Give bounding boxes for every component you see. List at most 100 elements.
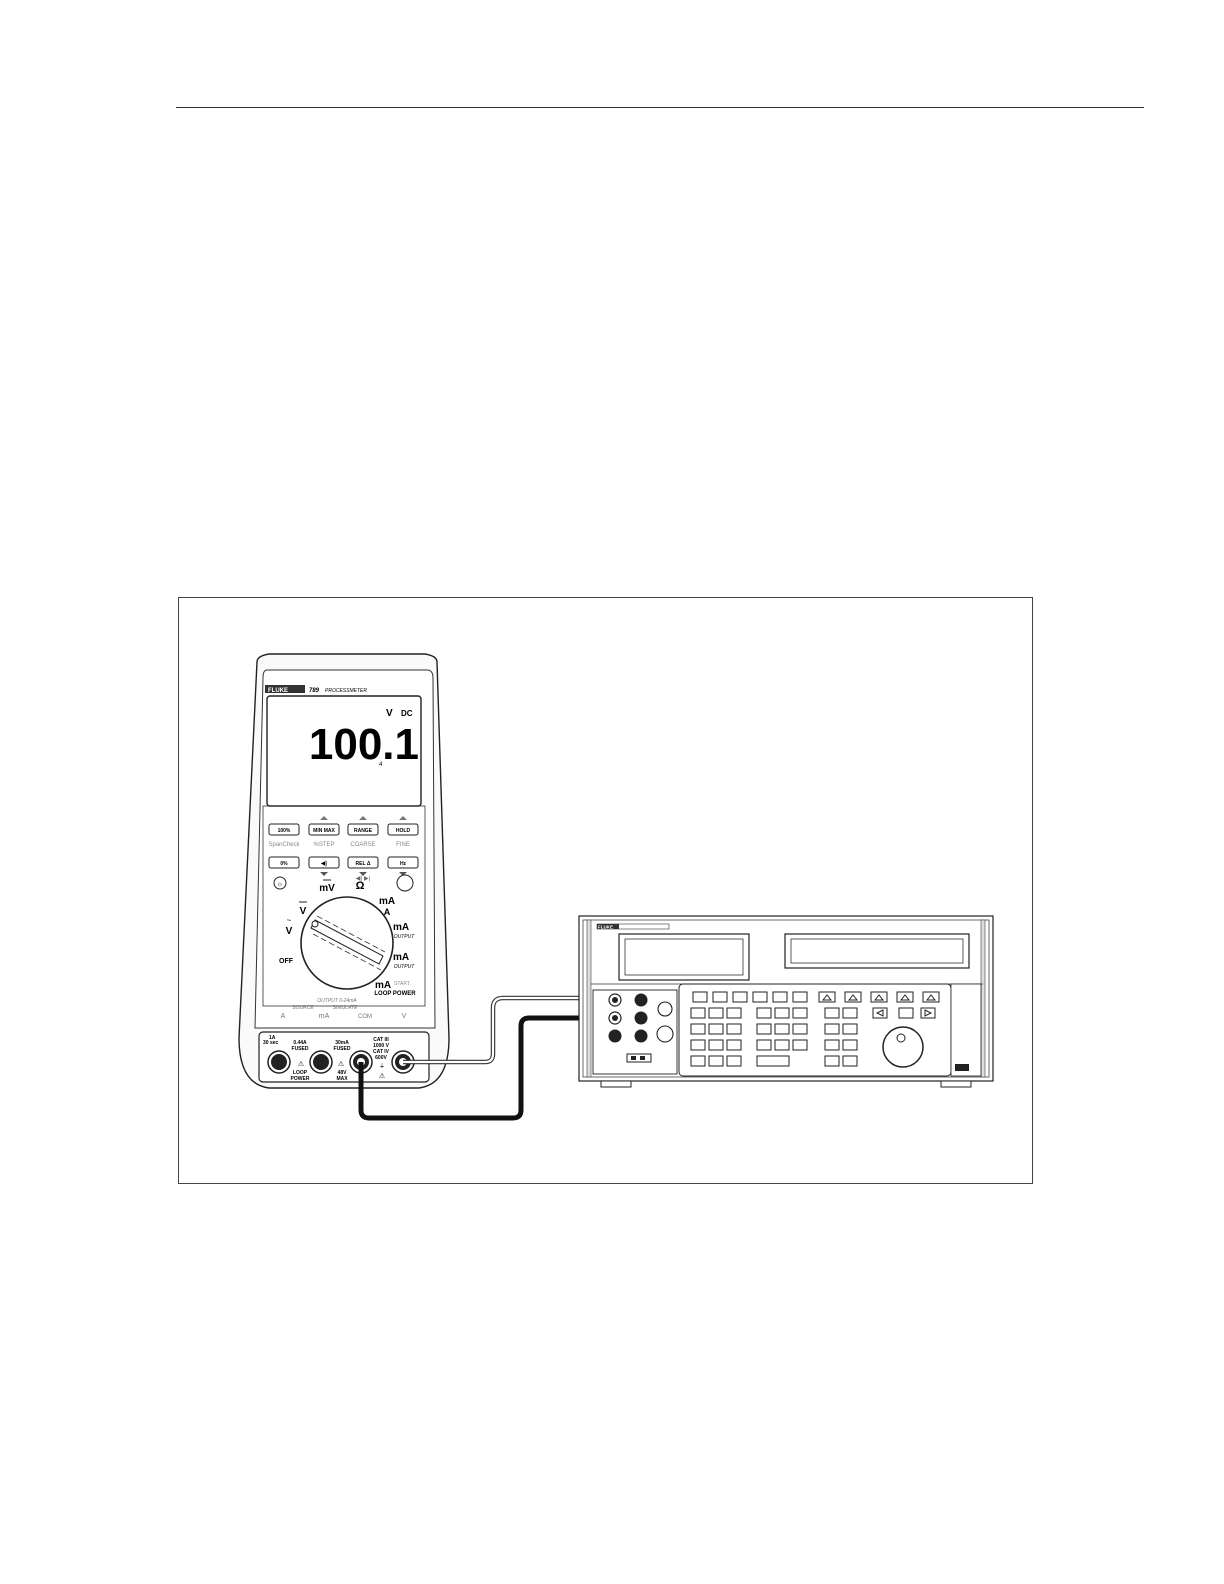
key[interactable] [842,1039,858,1051]
up-key[interactable] [922,991,940,1003]
key[interactable] [824,1023,840,1035]
aux-terminal[interactable] [634,1029,648,1043]
dial-mv-label: mV [319,883,335,894]
dial-loop-power-label: LOOP POWER [374,991,416,997]
up-key[interactable] [896,991,914,1003]
key[interactable] [824,1055,840,1067]
softkey[interactable] [712,991,728,1003]
up-arrow-icon [873,994,885,1001]
button-hold[interactable] [387,823,419,836]
loop-label: LOOP [293,1070,308,1076]
backlight-icon: ☼ [277,881,283,888]
dial-ohm-label: Ω [356,880,365,892]
key[interactable] [842,1055,858,1067]
softkey[interactable] [792,991,808,1003]
lcd-unit: V [386,708,393,719]
key[interactable] [690,1055,706,1067]
softkey[interactable] [772,991,788,1003]
key[interactable] [690,1007,706,1019]
button-min-max[interactable] [308,823,340,836]
button-100-label: 100% [278,828,291,834]
key[interactable] [842,1023,858,1035]
backlight-button[interactable] [273,876,287,890]
key[interactable] [756,1039,772,1051]
key[interactable] [824,1039,840,1051]
up-key[interactable] [870,991,888,1003]
key[interactable] [690,1039,706,1051]
key[interactable] [708,1007,724,1019]
right-key[interactable] [920,1007,936,1019]
key[interactable] [708,1055,724,1067]
band-com-label: COM [358,1014,372,1020]
sense-hi-terminal[interactable] [634,993,648,1007]
key[interactable] [774,1023,790,1035]
dial-ma-label: mA [379,896,395,907]
button-0-percent[interactable] [268,856,300,869]
calibrator-display-left [618,933,750,981]
max2-label: MAX [336,1076,348,1082]
button-rel[interactable] [347,856,379,869]
a-rating-label-2: 30 sec [263,1040,279,1046]
key[interactable] [792,1007,808,1019]
ac-tilde-icon: ~ [287,916,292,925]
key[interactable] [690,1023,706,1035]
lcd-subscript: 4 [379,762,383,768]
key[interactable] [774,1039,790,1051]
calibrator-knob[interactable] [882,1026,924,1068]
fine-label: FINE [396,842,410,848]
up-key[interactable] [818,991,836,1003]
key[interactable] [708,1023,724,1035]
left-key[interactable] [872,1007,888,1019]
softkey[interactable] [752,991,768,1003]
fuse1b-label: FUSED [292,1046,309,1052]
softkey[interactable] [732,991,748,1003]
button-100-percent[interactable] [268,823,300,836]
key[interactable] [726,1007,742,1019]
guard-terminal[interactable] [608,1029,622,1043]
diode-icon: ◀) ▶| [356,876,371,882]
button-range[interactable] [347,823,379,836]
key[interactable] [824,1007,840,1019]
cat1-label: CAT III [373,1037,389,1043]
key[interactable] [756,1023,772,1035]
calibrator-round-button[interactable] [657,1001,673,1017]
fuse2-label: 30mA [335,1040,349,1046]
calibrator-brand: FLUKE [598,925,613,930]
key-wide[interactable] [756,1055,790,1067]
down-arrow-icon [320,872,328,876]
round-button[interactable] [396,874,414,892]
button-hz[interactable] [387,856,419,869]
key[interactable] [726,1023,742,1035]
cat3-label: CAT IV [373,1049,390,1055]
up-arrow-icon [399,816,407,820]
rotary-dial[interactable] [300,896,394,990]
calibrator: FLUKE [578,915,994,1088]
lcd-reading: 100.1 [309,720,419,769]
terminal-panel [258,1031,430,1083]
key[interactable] [774,1007,790,1019]
ground-icon: ⏚ [379,1063,385,1070]
key[interactable] [756,1007,772,1019]
softkey[interactable] [692,991,708,1003]
dial-start-label: START [394,981,410,987]
power-switch[interactable] [955,1064,969,1071]
key[interactable] [792,1039,808,1051]
key[interactable] [842,1007,858,1019]
button-beeper[interactable] [308,856,340,869]
calibrator-round-button-2[interactable] [656,1025,674,1043]
key[interactable] [726,1055,742,1067]
sense-lo-terminal[interactable] [634,1011,648,1025]
middle-key[interactable] [898,1007,914,1019]
key[interactable] [726,1039,742,1051]
lead-lo [358,1015,609,1121]
key[interactable] [708,1039,724,1051]
key[interactable] [792,1023,808,1035]
dial-vac-label: V [286,926,293,937]
up-key[interactable] [844,991,862,1003]
dial-ma-output2-label: mA [393,952,409,963]
cat2-label: 1000 V [373,1043,390,1049]
band-v-label: V [402,1013,407,1020]
dial-ma-output-label: mA [393,922,409,933]
a-rating-label: 1A [269,1035,276,1041]
calibrator-switch[interactable] [626,1053,652,1063]
